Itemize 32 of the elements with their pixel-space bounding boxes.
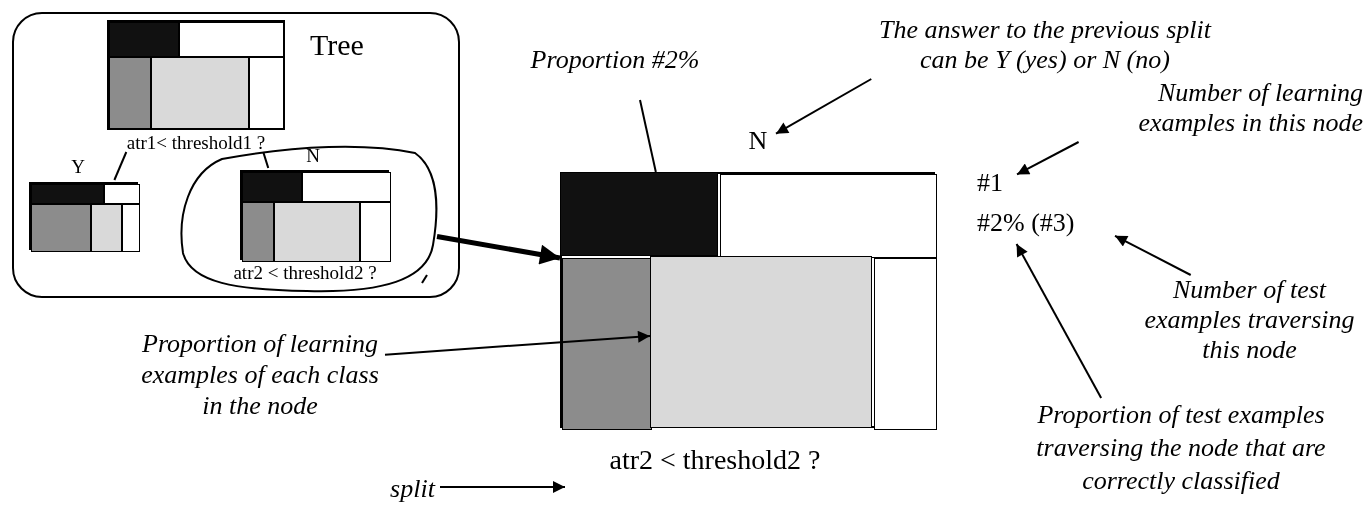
node-bar-chart (29, 182, 138, 250)
arrow (1114, 234, 1192, 276)
class-proportion-segment (650, 256, 872, 428)
annotation-text: #1 (977, 168, 1004, 198)
node-bar-chart (560, 172, 935, 428)
node-bar-chart (240, 170, 389, 260)
annotation-text: Proportion #2% (529, 45, 701, 75)
arrow (436, 234, 561, 265)
connector-line (113, 151, 128, 181)
arrow (1015, 243, 1103, 399)
arrow (384, 330, 651, 356)
annotation-text: #2% (#3) (977, 208, 1076, 238)
annotation-text: Number of learning examples in this node (1137, 78, 1363, 138)
arrow (439, 481, 566, 493)
panel-title: Tree (310, 28, 364, 62)
branch-label: Y (70, 156, 86, 179)
annotation-text: Proportion of learning examples of each class in the node (140, 328, 380, 421)
connector-line (262, 151, 270, 169)
annotation-text: The answer to the previous split can be Y (yes) or N (no) (878, 15, 1213, 75)
annotation-text: atr2 < threshold2 ? (608, 443, 822, 477)
annotation-text: split (389, 474, 437, 504)
split-condition: atr1< threshold1 ? (125, 132, 267, 154)
connector-line (639, 99, 657, 173)
tree-panel (12, 12, 460, 298)
branch-label: N (305, 145, 321, 168)
arrow (775, 78, 873, 135)
arrow (1016, 141, 1080, 176)
annotation-text: Number of test examples traversing this node (1143, 275, 1356, 365)
annotation-text: Proportion of test examples traversing the node that are correctly classified (1035, 399, 1327, 497)
branch-label: atr2 < threshold2 ? (232, 262, 378, 285)
class-proportion-segment (560, 172, 718, 256)
annotation-text: N (747, 126, 769, 156)
